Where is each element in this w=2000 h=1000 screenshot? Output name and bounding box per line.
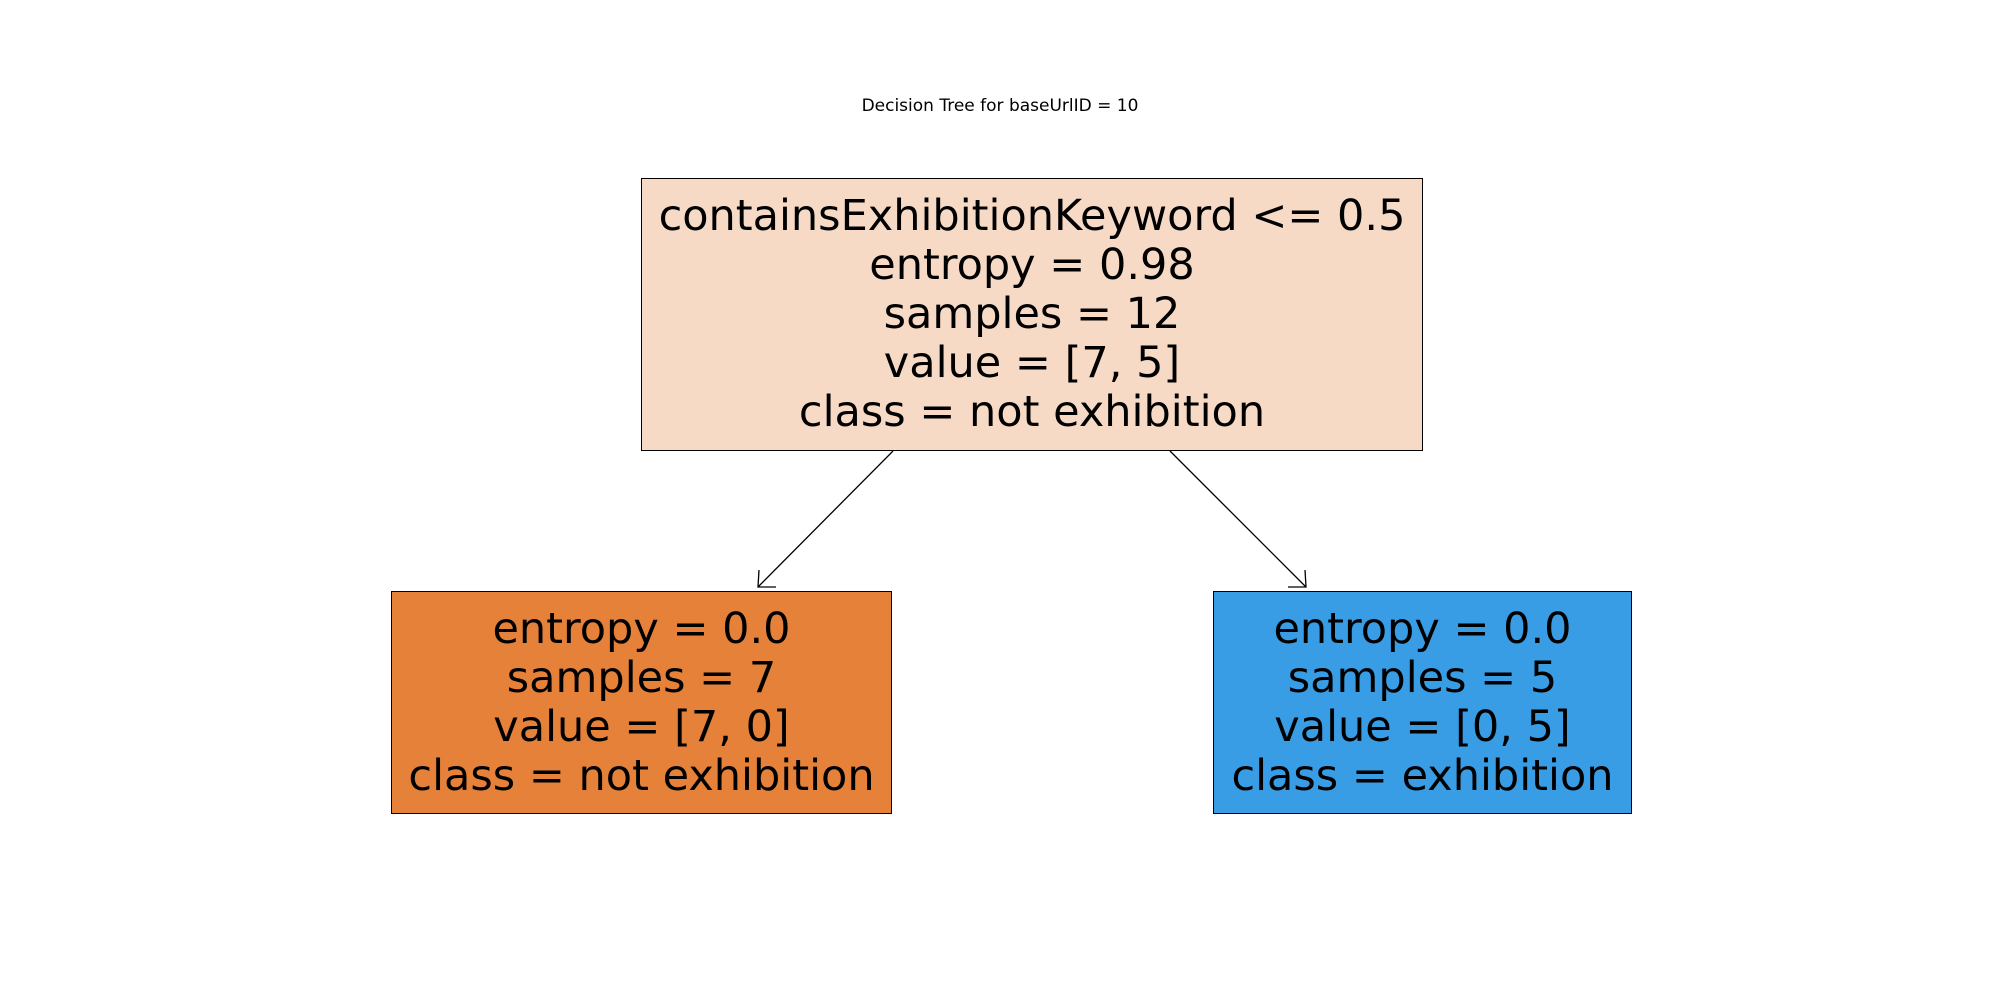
node-entropy: entropy = 0.0: [492, 603, 791, 654]
node-value: value = [7, 5]: [883, 338, 1181, 388]
node-value: value = [0, 5]: [1274, 701, 1571, 752]
node-class: class = not exhibition: [408, 750, 875, 801]
node-entropy: entropy = 0.0: [1273, 603, 1572, 654]
diagram-title: Decision Tree for baseUrlID = 10: [861, 96, 1139, 116]
tree-node-right-leaf: entropy = 0.0 samples = 5 value = [0, 5]…: [1213, 591, 1632, 814]
node-samples: samples = 7: [506, 652, 777, 703]
node-entropy: entropy = 0.98: [869, 240, 1195, 290]
tree-node-left-leaf: entropy = 0.0 samples = 7 value = [7, 0]…: [391, 591, 892, 814]
node-split-condition: containsExhibitionKeyword <= 0.5: [658, 191, 1406, 241]
tree-node-root: containsExhibitionKeyword <= 0.5 entropy…: [641, 178, 1423, 451]
node-samples: samples = 5: [1287, 652, 1558, 703]
node-samples: samples = 12: [883, 289, 1181, 339]
node-class: class = not exhibition: [798, 387, 1266, 437]
edge-root-to-left: [757, 450, 894, 588]
edge-root-to-right: [1169, 450, 1307, 588]
node-value: value = [7, 0]: [493, 701, 790, 752]
node-class: class = exhibition: [1231, 750, 1614, 801]
